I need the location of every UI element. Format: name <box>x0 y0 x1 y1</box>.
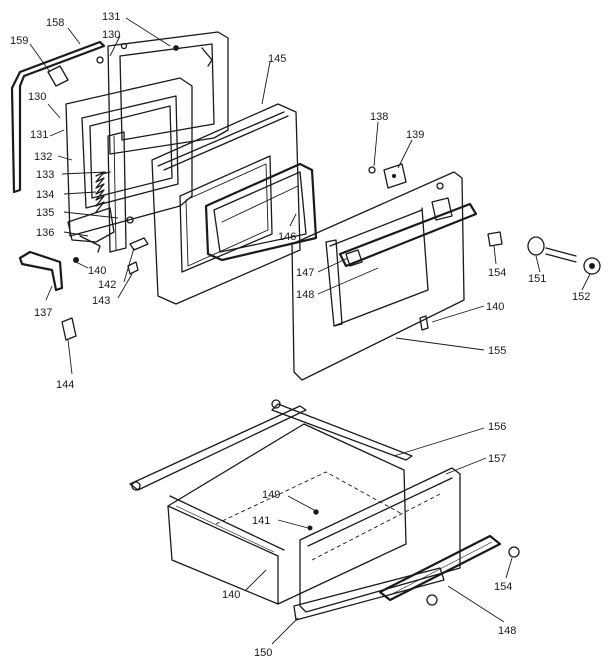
callout-135: 135 <box>36 207 54 219</box>
callout-154: 154 <box>488 267 506 279</box>
callout-133: 133 <box>36 169 54 181</box>
door-glass-outer-part <box>151 103 301 305</box>
callout-155: 155 <box>488 345 506 357</box>
callout-131: 131 <box>30 129 48 141</box>
callout-154: 154 <box>494 581 512 593</box>
callout-130: 130 <box>28 91 46 103</box>
end-cap-part <box>487 231 503 247</box>
callout-147: 147 <box>296 267 314 279</box>
screw-140-right-part <box>419 315 429 331</box>
door-gasket-part <box>10 40 106 194</box>
spacer-knob-part <box>527 236 601 275</box>
bottom-trim-part <box>293 567 445 621</box>
drawer-body-part <box>129 399 413 605</box>
callout-159: 159 <box>10 35 28 47</box>
hinge-bracket-part <box>67 207 134 253</box>
callout-138: 138 <box>370 111 388 123</box>
callout-151: 151 <box>528 273 546 285</box>
callout-136: 136 <box>36 227 54 239</box>
door-liner-part <box>65 77 193 237</box>
callout-145: 145 <box>268 53 286 65</box>
callout-146: 146 <box>278 231 296 243</box>
callout-132: 132 <box>34 151 52 163</box>
bottom-handle-part <box>378 534 502 602</box>
callout-140: 140 <box>486 301 504 313</box>
hinge-spring-part <box>95 171 105 213</box>
callout-148: 148 <box>296 289 314 301</box>
callout-134: 134 <box>36 189 54 201</box>
callout-158: 158 <box>46 17 64 29</box>
callout-139: 139 <box>406 129 424 141</box>
callout-148: 148 <box>498 625 516 637</box>
callout-142: 142 <box>98 279 116 291</box>
drawer-screws-part <box>307 509 319 531</box>
fasteners-left-part <box>73 237 149 275</box>
callout-143: 143 <box>92 295 110 307</box>
callout-141: 141 <box>252 515 270 527</box>
bracket-138-139-part <box>368 163 407 189</box>
callout-131: 131 <box>102 11 120 23</box>
door-glass-inner-part <box>204 162 318 262</box>
callout-152: 152 <box>572 291 590 303</box>
callout-140: 140 <box>222 589 240 601</box>
callout-labels: 158 131 159 130 130 131 132 133 134 135 … <box>10 11 590 659</box>
callout-144: 144 <box>56 379 74 391</box>
door-outer-frame-part <box>96 31 229 155</box>
callout-156: 156 <box>488 421 506 433</box>
callout-140: 140 <box>88 265 106 277</box>
callout-137: 137 <box>34 307 52 319</box>
bottom-end-caps-part <box>426 546 520 606</box>
handle-bar-part <box>338 197 478 268</box>
callout-157: 157 <box>488 453 506 465</box>
callout-150: 150 <box>254 647 272 659</box>
leader-lines <box>29 17 591 645</box>
door-clip-part <box>61 317 77 341</box>
callout-130: 130 <box>102 29 120 41</box>
drawer-front-panel-part <box>291 171 465 381</box>
door-handle-arm-part <box>18 250 64 292</box>
drawer-front-bottom-part <box>299 467 461 613</box>
callout-149: 149 <box>262 489 280 501</box>
